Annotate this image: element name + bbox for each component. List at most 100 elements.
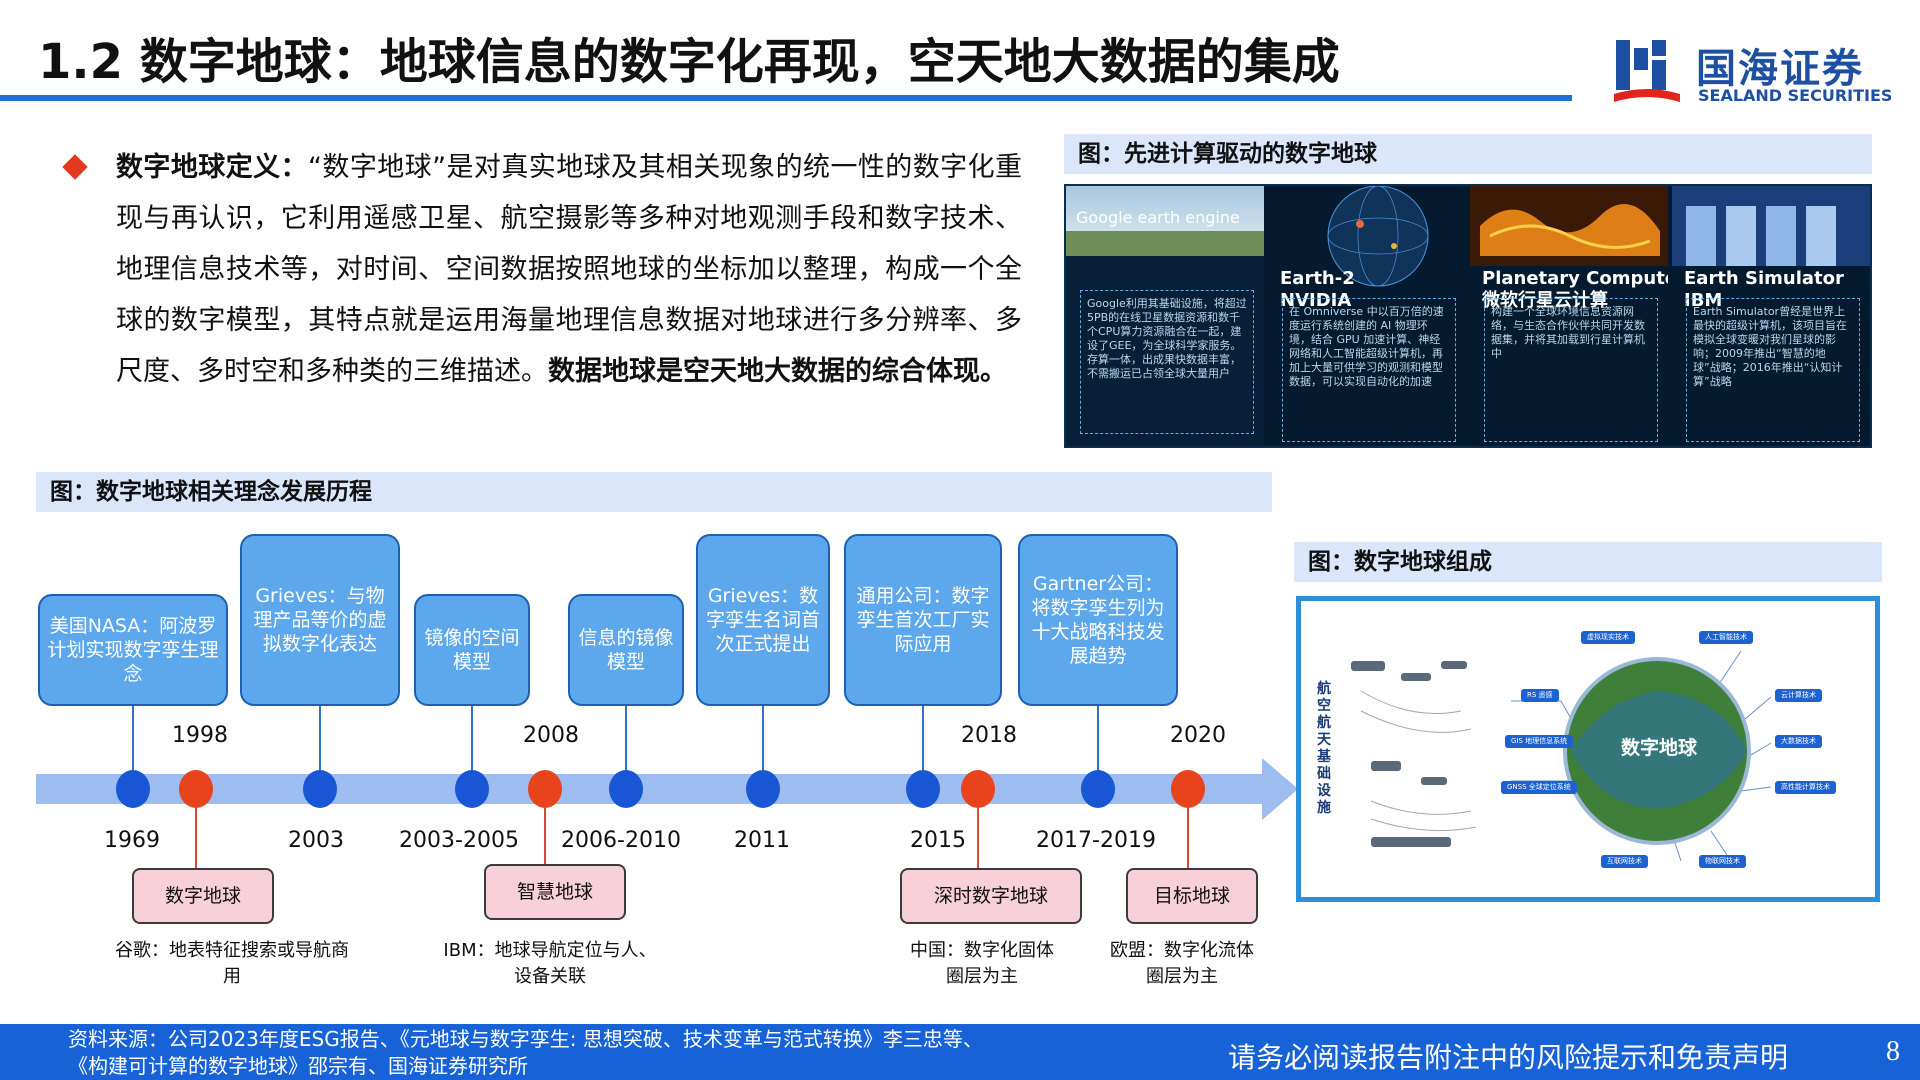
tech-chip: 大数据技术 [1775, 735, 1822, 748]
definition-lead: 数字地球定义： [116, 152, 308, 183]
event-year: 2015 [910, 828, 966, 853]
connector-line [1097, 706, 1099, 774]
tech-chip: GIS 地理信息系统 [1505, 735, 1574, 748]
concept-connector [195, 806, 197, 868]
concept-note: 中国：数字化固体圈层为主 [910, 940, 1054, 987]
timeline-caption: 图：数字地球相关理念发展历程 [36, 472, 1272, 512]
earth-center-label: 数字地球 [1621, 737, 1698, 759]
concept-note: 欧盟：数字化流体圈层为主 [1110, 940, 1254, 987]
composition-diagram [1351, 650, 1772, 862]
event-year: 1969 [104, 828, 160, 853]
google-earth-background [1066, 186, 1264, 446]
concept-dot [179, 770, 213, 808]
concept-digital-earth: 数字地球 [132, 868, 274, 924]
connector-line [471, 706, 473, 774]
card-description: Google利用其基础设施，将超过5PB的在线卫星数据资源和数千个CPU算力资源… [1080, 290, 1254, 434]
card-google-earth-engine: Google earth engine Google利用其基础设施，将超过5PB… [1066, 186, 1264, 446]
card-description: 构建一个全球环境信息资源网络，与生态合作伙伴共同开发数据集，并将其加载到行星计算… [1484, 298, 1658, 442]
event-dot [116, 770, 150, 808]
tech-chip: 物联网技术 [1699, 855, 1746, 868]
title-underline [0, 95, 1572, 101]
event-gartner-box: Gartner公司：将数字孪生列为十大战略科技发展趋势 [1018, 534, 1178, 706]
event-year: 2006-2010 [561, 828, 681, 853]
footer-bar [0, 1024, 1920, 1080]
event-year: 2017-2019 [1036, 828, 1156, 853]
sealand-logo-icon [1614, 40, 1680, 102]
connector-line [922, 706, 924, 774]
page-number: 8 [1886, 1036, 1900, 1067]
computing-figure-image: Google earth engine Google利用其基础设施，将超过5PB… [1064, 184, 1872, 448]
event-grieves-name-box: Grieves：数字孪生名词首次正式提出 [696, 534, 830, 706]
tech-chip: 云计算技术 [1775, 689, 1822, 702]
event-ge-box: 通用公司：数字孪生首次工厂实际应用 [844, 534, 1002, 706]
event-info-model-box: 信息的镜像模型 [568, 594, 684, 706]
composition-figure-image: 航空航天基础设施 [1296, 596, 1880, 902]
connector-line [319, 706, 321, 774]
event-year: 2003 [288, 828, 344, 853]
event-dot [609, 770, 643, 808]
concept-note: 谷歌：地表特征搜索或导航商用 [115, 940, 349, 987]
company-logo: 国海证券 SEALAND SECURITIES [1612, 34, 1892, 108]
source-line-1: 资料来源：公司2023年度ESG报告、《元地球与数字孪生: 思想突破、技术变革与… [68, 1027, 983, 1051]
event-grieves-box: Grieves：与物理产品等价的虚拟数字化表达 [240, 534, 400, 706]
satellite-icon [1351, 661, 1467, 847]
event-year: 2011 [734, 828, 790, 853]
definition-paragraph: 数字地球定义：“数字地球”是对真实地球及其相关现象的统一性的数字化重现与再认识，… [116, 142, 1022, 397]
tech-chip: 人工智能技术 [1699, 631, 1753, 644]
diamond-bullet-icon [62, 154, 88, 180]
event-spatial-model-box: 镜像的空间模型 [414, 594, 530, 706]
card-title: Google earth engine [1076, 208, 1240, 227]
concept-destination-earth: 目标地球 [1126, 868, 1258, 924]
timeline-arrow-icon [1262, 758, 1298, 820]
composition-figure-caption: 图：数字地球组成 [1294, 542, 1882, 582]
globe-mesh-icon [1327, 186, 1429, 287]
card-title: Planetary Computer 微软行星云计算 [1482, 268, 1668, 311]
card-earth-2: Earth-2 NVIDIA 在 Omniverse 中以百万倍的速度运行系统创… [1268, 186, 1466, 446]
event-nasa-box: 美国NASA：阿波罗计划实现数字孪生理念 [38, 594, 228, 706]
concept-connector [1187, 806, 1189, 868]
connector-line [762, 706, 764, 774]
card-description: Earth Simulator曾经是世界上最快的超级计算机，该项目旨在模拟全球变… [1686, 298, 1860, 442]
connector-line [132, 706, 134, 774]
concept-year: 2018 [961, 723, 1017, 748]
logo-chinese-name: 国海证券 [1696, 46, 1864, 92]
connector-line [625, 706, 627, 774]
card-description: 在 Omniverse 中以百万倍的速度运行系统创建的 AI 物理环境，结合 G… [1282, 298, 1456, 442]
definition-body: “数字地球”是对真实地球及其相关现象的统一性的数字化重现与再认识，它利用遥感卫星… [116, 152, 1023, 387]
concept-year: 2020 [1170, 723, 1226, 748]
world-map-heat-icon [1470, 186, 1668, 266]
source-line-2: 《构建可计算的数字地球》邵宗有、国海证券研究所 [68, 1054, 528, 1078]
concept-dot [528, 770, 562, 808]
event-dot [906, 770, 940, 808]
tech-chip: RS 遥感 [1521, 689, 1559, 702]
disclaimer: 请务必阅读报告附注中的风险提示和免责声明 [1228, 1041, 1789, 1074]
concept-deep-time-earth: 深时数字地球 [900, 868, 1082, 924]
event-dot [303, 770, 337, 808]
tech-chip: GNSS 全球定位系统 [1501, 781, 1577, 794]
tech-chip: 互联网技术 [1601, 855, 1648, 868]
page-title: 1.2 数字地球：地球信息的数字化再现，空天地大数据的集成 [38, 34, 1340, 90]
concept-connector [977, 806, 979, 868]
card-title: Earth Simulator IBM [1684, 268, 1844, 311]
card-title: Earth-2 NVIDIA [1280, 268, 1355, 311]
event-dot [1081, 770, 1115, 808]
concept-note: IBM：地球导航定位与人、设备关联 [443, 940, 657, 987]
infrastructure-vertical-label: 航空航天基础设施 [1317, 681, 1331, 816]
card-earth-simulator: Earth Simulator IBM Earth Simulator曾经是世界… [1672, 186, 1870, 446]
concept-year: 2008 [523, 723, 579, 748]
computing-figure-caption: 图：先进计算驱动的数字地球 [1064, 134, 1872, 174]
definition-emphasis: 数据地球是空天地大数据的综合体现。 [548, 356, 1007, 387]
source-note: 资料来源：公司2023年度ESG报告、《元地球与数字孪生: 思想突破、技术变革与… [68, 1026, 1108, 1080]
event-year: 2003-2005 [399, 828, 519, 853]
supercomputer-icon [1672, 186, 1870, 266]
concept-dot [961, 770, 995, 808]
logo-english-name: SEALAND SECURITIES [1698, 86, 1893, 105]
tech-chip: 高性能计算技术 [1775, 781, 1836, 794]
tech-chip: 虚拟现实技术 [1581, 631, 1635, 644]
concept-dot [1171, 770, 1205, 808]
concept-connector [544, 806, 546, 864]
card-planetary-computer: Planetary Computer 微软行星云计算 构建一个全球环境信息资源网… [1470, 186, 1668, 446]
event-dot [455, 770, 489, 808]
timeline-bar [36, 774, 1264, 804]
concept-year: 1998 [172, 723, 228, 748]
